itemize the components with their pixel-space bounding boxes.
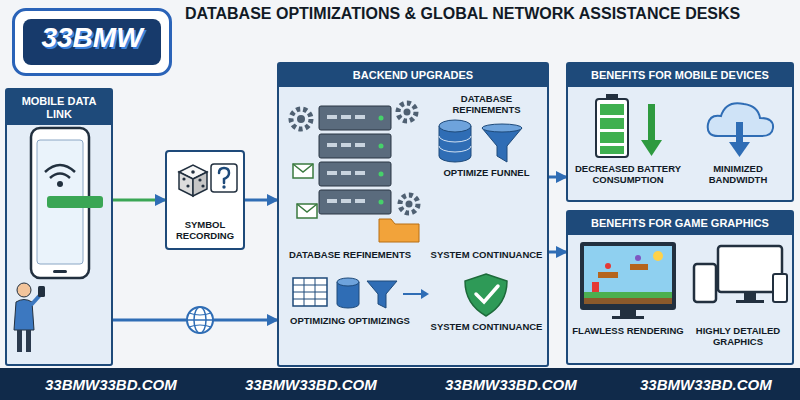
footer-url: 33BMW33BD.COM: [45, 376, 177, 393]
panel-box: BACKEND UPGRADES DATABASE REFINEMENTS OPTI…: [277, 62, 549, 367]
icon-caption: DECREASED BATTERY CONSUMPTION: [572, 164, 684, 186]
panel-box: BENEFITS FOR MOBILE DEVICES DECREASED BAT…: [566, 62, 794, 202]
panel-header: BACKEND UPGRADES: [279, 64, 547, 87]
process-box: SYMBOL RECORDING: [165, 150, 245, 250]
globe-icon: [187, 307, 213, 333]
flow-arrow: [549, 251, 566, 254]
icon-caption: SYSTEM CONTINUANCE: [429, 322, 544, 333]
flow-arrow: [245, 199, 277, 202]
icon-caption: OPTIMIZING OPTIMIZINGS: [285, 316, 415, 327]
icon-caption: DATABASE REFINEMENTS: [285, 250, 415, 261]
flow-arrow: [113, 199, 165, 202]
flow-arrow: [549, 176, 566, 179]
icon-caption: FLAWLESS RENDERING: [572, 326, 684, 337]
diagram-title: DATABASE OPTIMIZATIONS & GLOBAL NETWORK …: [185, 5, 740, 23]
icon-caption: SYSTEM CONTINUANCE: [429, 250, 544, 261]
icon-caption: HIGHLY DETAILED GRAPHICS: [686, 326, 790, 348]
footer-url: 33BMW33BD.COM: [640, 376, 772, 393]
node-illustration: [7, 90, 111, 364]
box-label: SYMBOL RECORDING: [169, 220, 241, 242]
panel-header: BENEFITS FOR MOBILE DEVICES: [568, 64, 792, 87]
panel-box: MOBILE DATA LINK: [5, 88, 113, 366]
logo-text: 33BMW: [15, 24, 169, 52]
panel-header: BENEFITS FOR GAME GRAPHICS: [568, 212, 792, 235]
panel-header: MOBILE DATA LINK: [7, 90, 111, 125]
footer-url: 33BMW33BD.COM: [245, 376, 377, 393]
footer-url: 33BMW33BD.COM: [445, 376, 577, 393]
panel-box: BENEFITS FOR GAME GRAPHICS FLAWLESS RENDE…: [566, 210, 794, 365]
icon-caption: OPTIMIZE FUNNEL: [429, 168, 544, 179]
brand-logo: 33BMW: [12, 8, 172, 76]
icon-caption: DATABASE REFINEMENTS: [429, 94, 544, 116]
icon-caption: MINIMIZED BANDWIDTH: [686, 164, 790, 186]
